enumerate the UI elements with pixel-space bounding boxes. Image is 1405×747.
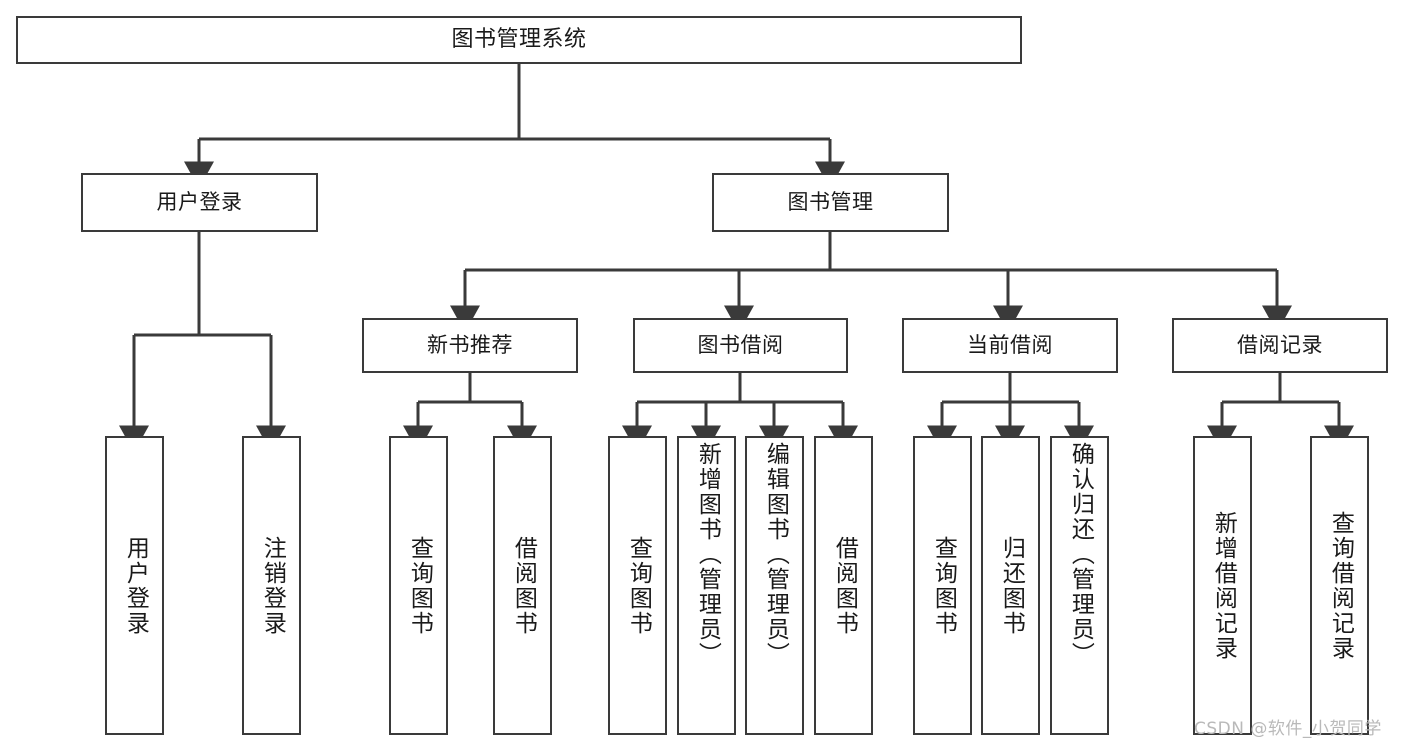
node-leaf-query-book-newbook[interactable]: 查询图书: [389, 436, 448, 735]
node-label: 用户登录: [122, 535, 149, 636]
node-new-book-recommendation[interactable]: 新书推荐: [362, 318, 578, 373]
node-leaf-return-book[interactable]: 归还图书: [981, 436, 1040, 735]
node-label: 借阅图书: [510, 535, 537, 636]
node-leaf-query-borrow-record[interactable]: 查询借阅记录: [1310, 436, 1369, 735]
node-label: 查询图书: [625, 535, 652, 636]
node-leaf-logout[interactable]: 注销登录: [242, 436, 301, 735]
node-leaf-add-book-admin[interactable]: 新增图书（管理员）: [677, 436, 736, 735]
node-leaf-borrow-book-newbook[interactable]: 借阅图书: [493, 436, 552, 735]
node-leaf-add-borrow-record[interactable]: 新增借阅记录: [1193, 436, 1252, 735]
node-label: 查询图书: [930, 535, 957, 636]
node-leaf-query-book-borrow[interactable]: 查询图书: [608, 436, 667, 735]
node-book-management[interactable]: 图书管理: [712, 173, 949, 232]
node-label: 编辑图书（管理员）: [762, 442, 789, 667]
node-label: 新书推荐: [427, 332, 513, 357]
node-label: 新增借阅记录: [1210, 510, 1237, 661]
node-label: 借阅图书: [831, 535, 858, 636]
node-label: 用户登录: [156, 189, 243, 214]
node-leaf-user-login[interactable]: 用户登录: [105, 436, 164, 735]
node-label: 确认归还（管理员）: [1067, 442, 1094, 667]
node-label: 注销登录: [259, 535, 286, 636]
node-label: 图书借阅: [697, 332, 784, 357]
watermark-text: CSDN @软件_小贺同学: [1194, 719, 1382, 739]
node-leaf-borrow-book[interactable]: 借阅图书: [814, 436, 873, 735]
node-user-login[interactable]: 用户登录: [81, 173, 318, 232]
node-label: 借阅记录: [1237, 332, 1323, 357]
node-label: 图书管理系统: [451, 26, 587, 52]
node-leaf-query-book-current[interactable]: 查询图书: [913, 436, 972, 735]
node-book-borrowing[interactable]: 图书借阅: [633, 318, 848, 373]
node-borrowing-record[interactable]: 借阅记录: [1172, 318, 1388, 373]
node-label: 新增图书（管理员）: [694, 442, 721, 667]
node-label: 查询借阅记录: [1327, 510, 1354, 661]
node-label: 当前借阅: [967, 332, 1053, 357]
node-label: 归还图书: [998, 535, 1025, 636]
node-label: 图书管理: [787, 189, 874, 214]
node-current-borrowing[interactable]: 当前借阅: [902, 318, 1118, 373]
node-leaf-edit-book-admin[interactable]: 编辑图书（管理员）: [745, 436, 804, 735]
node-root-book-management-system[interactable]: 图书管理系统: [16, 16, 1022, 64]
node-leaf-confirm-return-admin[interactable]: 确认归还（管理员）: [1050, 436, 1109, 735]
node-label: 查询图书: [406, 535, 433, 636]
